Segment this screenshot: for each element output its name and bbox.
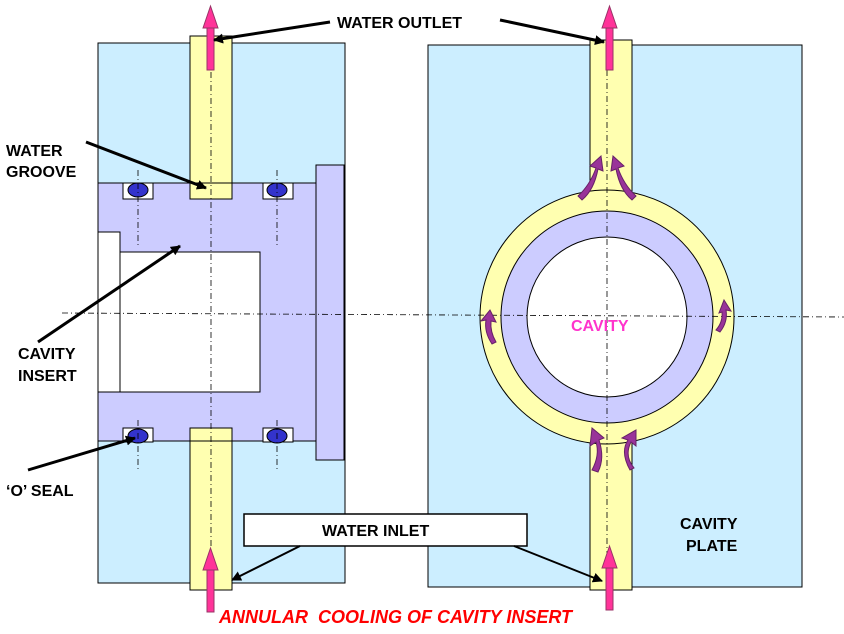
- cavity-insert-label-line2: INSERT: [18, 368, 77, 385]
- cavity-insert-flange: [315, 164, 345, 461]
- water-inlet-label-box: [243, 513, 528, 547]
- water-groove-label-line1: WATER: [6, 143, 63, 160]
- plan-view: [61, 4, 844, 611]
- water-outlet-label: WATER OUTLET: [337, 15, 462, 32]
- curved-flow-arrows: [479, 154, 733, 473]
- water-groove-leader: [85, 140, 207, 190]
- water-outlet-leader-left: [213, 20, 331, 44]
- insert-bore: [119, 251, 261, 393]
- o-seal-leader: [27, 435, 136, 472]
- outlet-flow-arrow: [601, 4, 618, 71]
- cavity-insert-leader: [37, 244, 181, 344]
- cavity-plate-label-line2: PLATE: [686, 538, 738, 555]
- water-inlet-label: WATER INLET: [322, 523, 429, 540]
- cavity-insert-label-line1: CAVITY: [18, 346, 76, 363]
- outlet-flow-arrow: [202, 4, 219, 71]
- cavity-label: CAVITY: [571, 318, 629, 335]
- water-outlet-leader-right: [499, 18, 605, 46]
- insert-bore-step: [97, 231, 121, 393]
- horizontal-centre-line: [61, 312, 844, 318]
- inlet-flow-arrow: [601, 544, 618, 611]
- side-section-view: [97, 4, 346, 613]
- o-seal-label: ‘O’ SEAL: [6, 483, 74, 500]
- inlet-flow-arrow: [202, 546, 219, 613]
- water-inlet-leader-left: [231, 545, 301, 581]
- water-inlet-leader-right: [513, 545, 603, 583]
- cavity-plate-label-line1: CAVITY: [680, 516, 738, 533]
- diagram-caption: ANNULAR COOLING OF CAVITY INSERT: [218, 607, 574, 627]
- water-groove-label-line2: GROOVE: [6, 164, 77, 181]
